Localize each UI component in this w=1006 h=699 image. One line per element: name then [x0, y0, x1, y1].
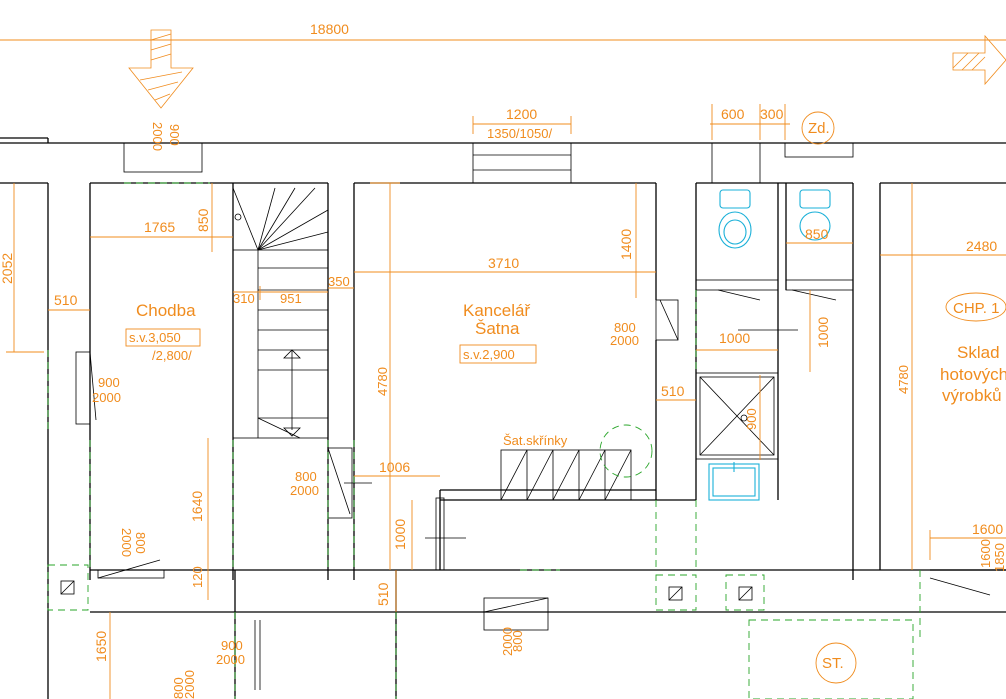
dim-right-1600v: 1600	[978, 539, 993, 568]
door6-width: 800	[510, 630, 525, 652]
st-label: ST.	[822, 655, 844, 672]
dim-stair-951: 951	[280, 291, 302, 306]
room-office-name: Kancelář	[463, 301, 530, 320]
dim-top-2000: 2000	[150, 122, 165, 151]
door5-height: 2000	[119, 528, 134, 557]
door2-width: 800	[614, 320, 636, 335]
dim-office-1000: 1000	[392, 519, 408, 550]
lockers-label: Šat.skřínky	[503, 433, 568, 448]
dim-stair-width: 1765	[144, 219, 175, 235]
section-arrows	[128, 29, 1006, 109]
door1-height: 2000	[92, 390, 121, 405]
dim-top-900: 900	[167, 124, 182, 146]
dim-office-1006: 1006	[379, 459, 410, 475]
dimension-lines	[0, 39, 1006, 699]
dim-office-height: 4780	[375, 367, 390, 396]
dim-shower-900: 900	[744, 408, 759, 430]
room-store-name3: výrobků	[942, 386, 1002, 405]
door6-height: 2000	[500, 627, 515, 656]
lockers	[500, 449, 632, 501]
dim-wc-1000-v: 1000	[815, 317, 831, 348]
dim-stair-350: 350	[328, 274, 350, 289]
room-office-level: s.v.2,900	[463, 347, 515, 362]
room-store-name1: Sklad	[957, 343, 1000, 362]
fixtures	[708, 189, 831, 501]
room-store-name2: hotových	[940, 365, 1006, 384]
room-office-name2: Šatna	[475, 319, 520, 338]
dim-store-height: 4780	[896, 365, 911, 394]
dim-bottom-510: 510	[375, 582, 391, 606]
column-markers	[60, 580, 753, 601]
door2-height: 2000	[610, 333, 639, 348]
dim-stair-850: 850	[195, 208, 211, 232]
dim-wc-850: 850	[805, 226, 829, 242]
room-chodba-name: Chodba	[136, 301, 196, 320]
dim-right-1850: 1850	[992, 543, 1006, 572]
markers	[125, 111, 1006, 684]
dimension-labels: 18800 1200 1350/1050/ 600 300 900 2000 2…	[0, 21, 1006, 662]
door5-width: 800	[133, 532, 148, 554]
dim-right-1600: 1600	[972, 521, 1003, 537]
door3-width: 800	[295, 469, 317, 484]
dim-office-width: 3710	[488, 255, 519, 271]
dim-left-510: 510	[54, 292, 78, 308]
chp-label: CHP. 1	[953, 300, 999, 317]
dim-total-width: 18800	[310, 21, 349, 37]
door1-width: 900	[98, 375, 120, 390]
staircase	[232, 187, 329, 439]
dashed-outlines	[47, 182, 921, 699]
dim-window-width: 1200	[506, 106, 537, 122]
dim-bottom-1650: 1650	[93, 631, 109, 662]
door7-width: 800	[171, 677, 186, 699]
dim-store-width: 2480	[966, 238, 997, 254]
dim-wc-1000-h: 1000	[719, 330, 750, 346]
door4-height: 2000	[216, 652, 245, 667]
dim-left-2052: 2052	[0, 253, 15, 284]
doors	[75, 289, 991, 690]
door-labels: 900 2000 800 2000 800 2000 900 2000 800 …	[92, 320, 639, 699]
door3-height: 2000	[290, 483, 319, 498]
dim-600: 600	[721, 106, 745, 122]
dim-chodba-1640: 1640	[189, 491, 205, 522]
dim-window-sizes: 1350/1050/	[487, 126, 552, 141]
door7-height: 2000	[182, 670, 197, 699]
dim-stair-310: 310	[233, 291, 255, 306]
dim-300: 300	[760, 106, 784, 122]
dim-chodba-120: 120	[190, 566, 205, 588]
room-chodba-level2: /2,800/	[152, 348, 192, 363]
zd-label: Zd.	[808, 120, 830, 137]
room-chodba-level: s.v.3,050	[129, 330, 181, 345]
dim-office-1400: 1400	[618, 229, 634, 260]
room-labels: Chodba s.v.3,050 /2,800/ Kancelář Šatna …	[129, 120, 1006, 672]
door4-width: 900	[221, 638, 243, 653]
dim-shower-510: 510	[661, 383, 685, 399]
